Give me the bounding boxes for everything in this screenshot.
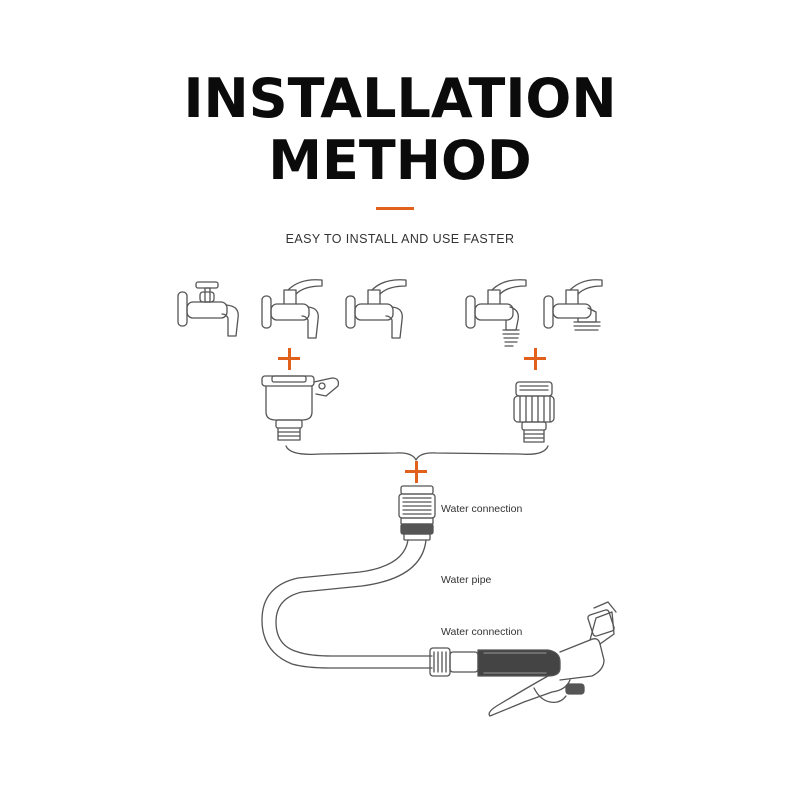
plus-icon [278,348,300,370]
accent-divider [376,207,414,210]
hose-connector-icon [398,485,436,541]
water-pipe [261,539,433,669]
title-line-1: INSTALLATION [183,67,617,130]
tap-adapter-icon [261,375,340,441]
plus-icon [405,461,427,483]
label-water-pipe: Water pipe [441,574,492,586]
tap-icon [345,279,407,339]
connector-brace [285,445,549,461]
tap-adapter-icon [513,381,555,443]
tap-icon [177,281,239,337]
title-line-2: METHOD [268,129,532,192]
plus-icon [524,348,546,370]
tap-icon [543,279,603,331]
label-water-connection-bottom: Water connection [441,626,523,638]
tap-icon [465,279,527,347]
subtitle: EASY TO INSTALL AND USE FASTER [285,232,515,246]
label-water-connection-top: Water connection [441,503,523,515]
tap-icon [261,279,323,339]
spray-gun-icon [429,601,617,717]
